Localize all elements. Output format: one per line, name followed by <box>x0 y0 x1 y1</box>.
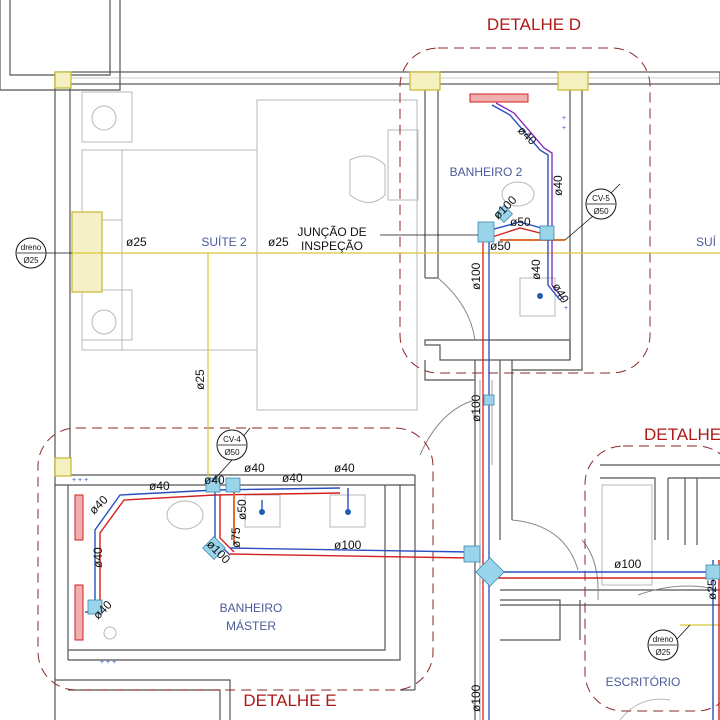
vent-markers <box>74 93 529 641</box>
room-suite-right: SUÍ <box>696 234 717 249</box>
doors <box>419 277 720 601</box>
tag-cv4: CV-4 Ø50 <box>216 429 248 461</box>
bathroom-2-pipes <box>482 102 565 301</box>
detail-borders <box>37 47 720 712</box>
pipe-label: ø25 <box>126 235 147 249</box>
tag-dreno-right-line1: dreno <box>653 635 674 644</box>
pipe-label: ø100 <box>334 538 362 552</box>
pipe-label: ø100 <box>614 557 642 571</box>
tag-cv5-line2: Ø50 <box>593 207 609 216</box>
pipe-label: ø25 <box>268 235 289 249</box>
room-banheiro-master-line1: BANHEIRO <box>220 601 283 615</box>
pipe-label: ø40 <box>334 461 355 475</box>
columns <box>54 71 589 477</box>
pipe-label: ø40 <box>549 281 572 306</box>
detail-right-title: DETALHE <box>644 425 720 444</box>
vent-plus-markers: + + + + + + + + + <box>72 115 568 666</box>
pipe-label: ø40 <box>282 471 303 485</box>
svg-text:+ + +: + + + <box>72 477 88 484</box>
room-escritorio: ESCRITÓRIO <box>606 674 681 689</box>
pipe-label: ø25 <box>193 369 207 390</box>
pipe-label: ø50 <box>490 239 511 253</box>
tag-dreno-right: dreno Ø25 <box>647 629 679 661</box>
pipe-label: ø100 <box>469 394 483 422</box>
tag-cv5: CV-5 Ø50 <box>585 188 617 220</box>
pipe-label: ø40 <box>244 461 265 475</box>
room-banheiro-2: BANHEIRO 2 <box>450 165 523 179</box>
tag-cv4-line2: Ø50 <box>224 448 240 457</box>
detail-d-title: DETALHE D <box>487 15 581 34</box>
tag-dreno-left-line1: dreno <box>21 243 42 252</box>
tag-dreno-left-line2: Ø25 <box>23 256 39 265</box>
tag-cv5-line1: CV-5 <box>592 194 610 203</box>
svg-text:+: + <box>562 125 566 132</box>
right-branch-pipes <box>492 560 720 720</box>
svg-text:+: + <box>564 305 568 312</box>
pipe-label: ø40 <box>91 547 105 568</box>
pipe-label: ø100 <box>469 684 483 712</box>
pipe-label: ø25 <box>705 579 719 600</box>
pipe-label: ø50 <box>510 215 531 229</box>
room-banheiro-master-line2: MÁSTER <box>226 618 276 633</box>
pipe-fittings <box>87 204 720 615</box>
svg-text:+ + +: + + + <box>100 659 116 666</box>
pipe-label: ø100 <box>469 262 483 290</box>
master-bath-pipes <box>85 487 471 613</box>
main-stack <box>479 230 493 720</box>
headboard-column <box>71 211 103 293</box>
juncao-line1: JUNÇÃO DE <box>297 225 366 239</box>
svg-text:+: + <box>562 115 566 122</box>
juncao-line2: INSPEÇÃO <box>301 239 363 253</box>
pipe-label: ø50 <box>235 499 249 520</box>
tag-cv4-line1: CV-4 <box>223 435 241 444</box>
pipe-label: ø40 <box>204 473 225 487</box>
tag-dreno-right-line2: Ø25 <box>655 648 671 657</box>
room-suite-2: SUÍTE 2 <box>201 234 247 249</box>
pipe-label: ø75 <box>229 527 243 548</box>
pipe-label: ø40 <box>149 479 170 493</box>
pipe-label: ø40 <box>529 259 543 280</box>
detail-e-title: DETALHE E <box>243 691 336 710</box>
furniture <box>81 91 671 720</box>
tag-dreno-left: dreno Ø25 <box>15 237 47 269</box>
pipe-label: ø40 <box>551 175 565 196</box>
